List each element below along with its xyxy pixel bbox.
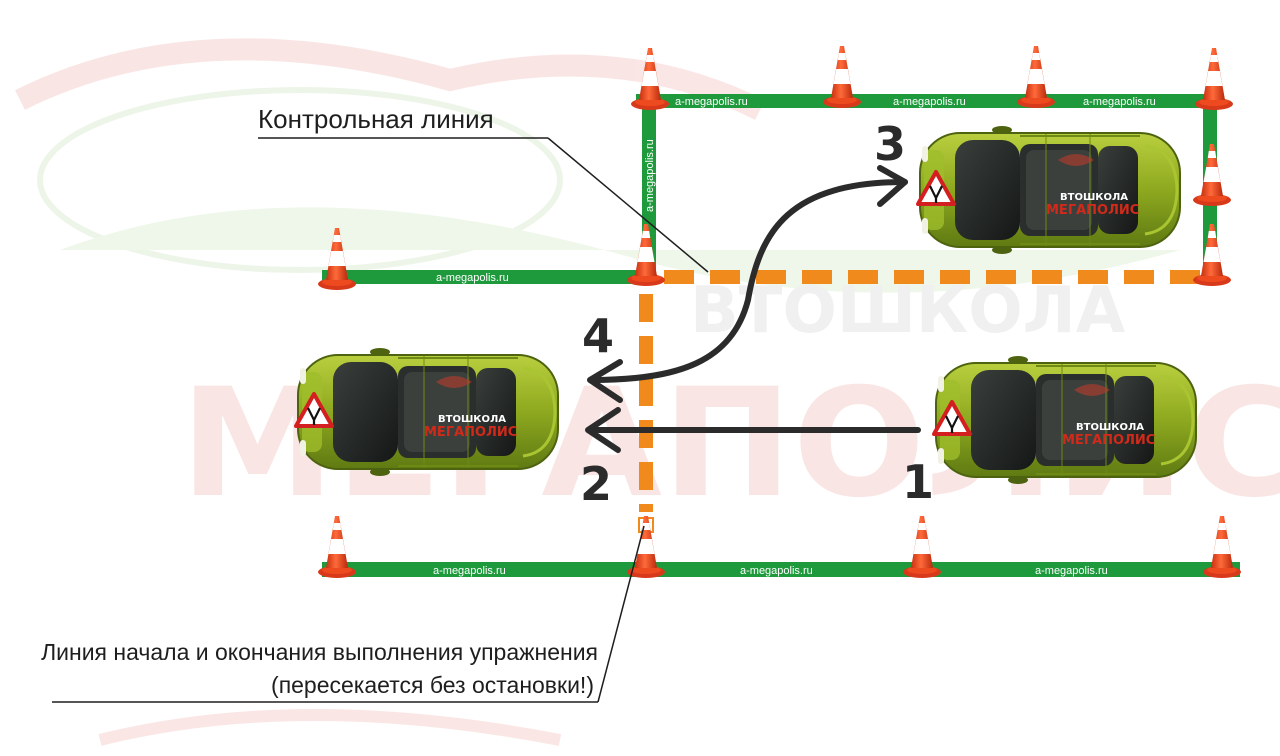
boundary-label-top-2: a-megapolis.ru bbox=[893, 96, 966, 108]
traffic-cone-icon bbox=[823, 46, 861, 108]
arrow-icon bbox=[585, 165, 921, 453]
boundary-label-top-1: a-megapolis.ru bbox=[675, 96, 748, 108]
step-number-3: 3 bbox=[874, 117, 906, 171]
boundary-top bbox=[636, 94, 1224, 108]
traffic-cone-icon bbox=[1193, 224, 1231, 286]
start-end-line-callout: Линия начала и окончания выполнения упра… bbox=[41, 525, 645, 703]
step-number-4: 4 bbox=[582, 309, 614, 363]
start-end-line-note: (пересекается без остановки!) bbox=[271, 672, 594, 698]
car-brand-text: МЕГАПОЛИС bbox=[1062, 433, 1155, 448]
watermark-school-text: ВТОШКОЛА bbox=[690, 274, 1126, 348]
boundary-bottom bbox=[322, 562, 1240, 577]
car-final-position: ВТОШКОЛА МЕГАПОЛИС bbox=[294, 346, 560, 478]
traffic-cone-icon bbox=[1195, 48, 1233, 110]
arrow-step-3-to-4 bbox=[589, 179, 908, 383]
step-number-2: 2 bbox=[580, 457, 612, 511]
car-start-position: ВТОШКОЛА МЕГАПОЛИС bbox=[932, 354, 1198, 486]
car-school-text: ВТОШКОЛА bbox=[1060, 192, 1128, 203]
car-brand-text: МЕГАПОЛИС bbox=[1046, 203, 1139, 218]
boundary-label-bottom-1: a-megapolis.ru bbox=[433, 565, 506, 577]
boundary-label-bottom-2: a-megapolis.ru bbox=[740, 565, 813, 577]
car-school-text: ВТОШКОЛА bbox=[1076, 422, 1144, 433]
start-end-line-label: Линия начала и окончания выполнения упра… bbox=[41, 639, 598, 665]
boundary-label-curb: a-megapolis.ru bbox=[436, 272, 509, 284]
step-number-1: 1 bbox=[902, 455, 934, 509]
boundary-curb-left bbox=[322, 270, 652, 284]
boundary-label-bottom-3: a-megapolis.ru bbox=[1035, 565, 1108, 577]
boundary-label-vertical: a-megapolis.ru bbox=[644, 139, 656, 212]
car-school-text: ВТОШКОЛА bbox=[438, 414, 506, 425]
traffic-cone-icon bbox=[1017, 46, 1055, 108]
traffic-cone-icon bbox=[1193, 144, 1231, 206]
boundary-label-top-3: a-megapolis.ru bbox=[1083, 96, 1156, 108]
step-numbers: 1 2 3 4 bbox=[580, 117, 934, 511]
car-parked-box: ВТОШКОЛА МЕГАПОЛИС bbox=[916, 124, 1182, 256]
control-line-label: Контрольная линия bbox=[258, 104, 494, 134]
control-line-callout: Контрольная линия bbox=[258, 104, 709, 273]
car-brand-text: МЕГАПОЛИС bbox=[424, 425, 517, 440]
